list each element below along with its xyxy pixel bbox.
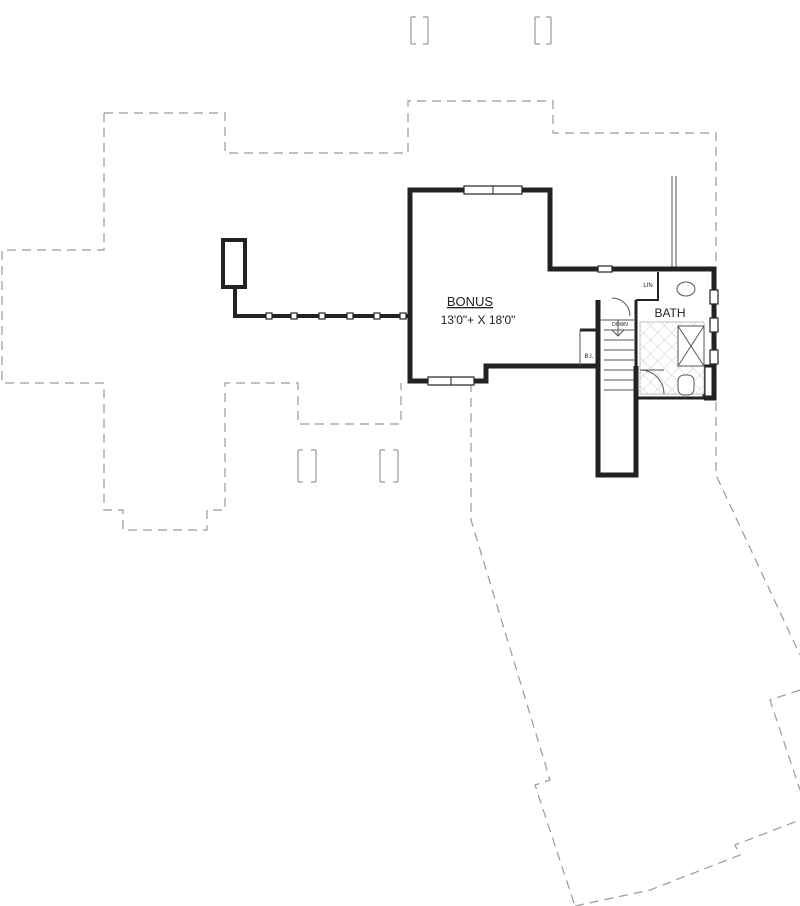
post-markers [297, 16, 552, 483]
chimney [221, 238, 410, 320]
railing-posts [265, 312, 407, 320]
built-in-closet [579, 328, 598, 366]
bonus-room-label: BONUS [447, 294, 494, 309]
bonus-room-dimensions: 13'0"+ X 18'0" [441, 313, 516, 327]
stair [600, 297, 634, 391]
bonus-room-walls [407, 187, 717, 478]
stair-down-label: DOWN [612, 322, 628, 328]
linen-label: LIN [643, 283, 652, 289]
bath-label: BATH [654, 306, 685, 320]
bath-area [634, 272, 705, 400]
lower-floor-outline [1, 100, 800, 906]
built-in-label: B.I. [584, 354, 593, 360]
windows [427, 185, 719, 386]
